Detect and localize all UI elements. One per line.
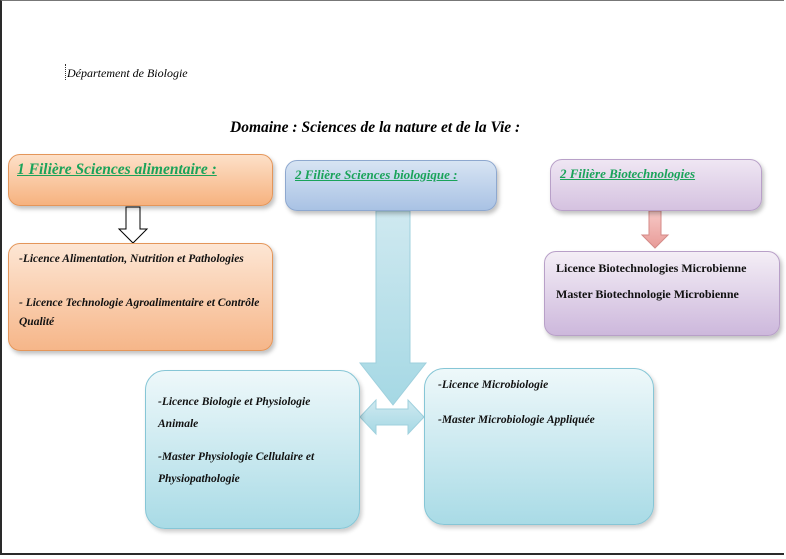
filiere-2-left-item-1: -Licence Biologie et Physiologie Animale — [158, 396, 311, 430]
filiere-2-right-item-2: -Master Microbiologie Appliquée — [438, 414, 595, 426]
domain-title: Domaine : Sciences de la nature et de la… — [230, 119, 521, 136]
double-arrow — [359, 398, 425, 436]
filiere-3-item-2: Master Biotechnologie Microbienne — [556, 287, 739, 301]
filiere-3-title: 2 Filière Biotechnologies — [560, 166, 696, 181]
down-arrow-1 — [117, 206, 149, 244]
filiere-3-content: Licence Biotechnologies Microbienne Mast… — [544, 251, 780, 336]
filiere-1-title: 1 Filière Sciences alimentaire : — [17, 161, 217, 178]
filiere-2-left-item-2: -Master Physiologie Cellulaire et Physio… — [158, 451, 315, 485]
filiere-1-content: -Licence Alimentation, Nutrition et Path… — [8, 243, 273, 351]
down-arrow-2 — [358, 210, 428, 406]
filiere-2-title: 2 Filière Sciences biologique : — [295, 167, 458, 182]
filiere-2-left-box: -Licence Biologie et Physiologie Animale… — [145, 370, 360, 529]
filiere-1-header: 1 Filière Sciences alimentaire : — [8, 154, 273, 206]
filiere-2-header: 2 Filière Sciences biologique : — [285, 160, 497, 211]
filiere-1-item-1: -Licence Alimentation, Nutrition et Path… — [19, 253, 244, 265]
filiere-2-right-item-1: -Licence Microbiologie — [438, 379, 549, 391]
down-arrow-3 — [640, 210, 670, 249]
department-label: Département de Biologie — [65, 64, 188, 80]
filiere-2-right-box: -Licence Microbiologie -Master Microbiol… — [424, 368, 654, 525]
filiere-3-header: 2 Filière Biotechnologies — [550, 159, 762, 211]
filiere-3-item-1: Licence Biotechnologies Microbienne — [556, 261, 747, 275]
filiere-1-item-2: - Licence Technologie Agroalimentaire et… — [19, 297, 260, 328]
